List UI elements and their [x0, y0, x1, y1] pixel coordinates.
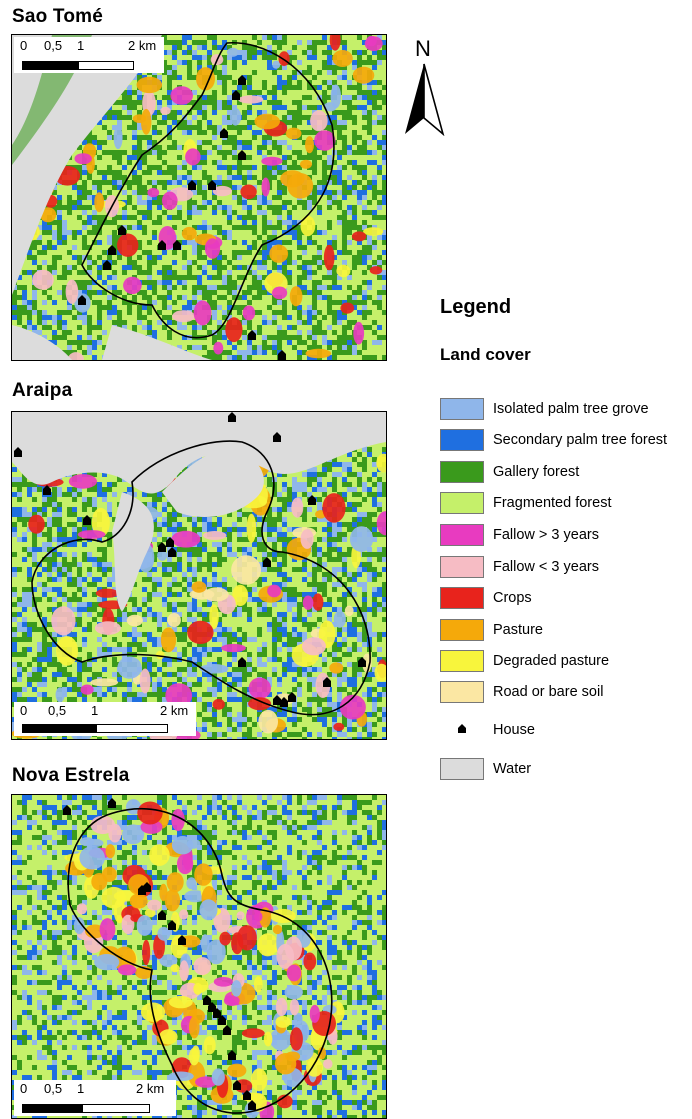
legend-label: Crops — [493, 590, 532, 606]
north-arrow: N — [402, 36, 450, 136]
scale-bar-sao-tome: 0 0,5 1 2 km — [14, 37, 164, 73]
scale-label: 2 km — [128, 38, 157, 53]
map-nova-estrela[interactable] — [11, 794, 387, 1119]
legend-label: Pasture — [493, 622, 543, 638]
map-sao-tome[interactable] — [11, 34, 387, 361]
legend-swatch — [440, 461, 484, 483]
legend-label: Isolated palm tree grove — [493, 401, 649, 417]
legend-swatch — [440, 492, 484, 514]
legend-subtitle: Land cover — [440, 345, 531, 364]
legend-title: Legend — [440, 296, 512, 318]
map-araipa-raster — [12, 412, 386, 739]
scale-label: 0 — [20, 703, 28, 718]
scale-bar-araipa: 0 0,5 1 2 km — [14, 702, 196, 736]
panel-title-nova-estrela: Nova Estrela — [12, 765, 130, 786]
legend-label: Gallery forest — [493, 464, 580, 480]
legend-swatch — [440, 398, 484, 420]
scale-bar-nova-estrela: 0 0,5 1 2 km — [14, 1080, 176, 1116]
scale-label: 1 — [91, 703, 99, 718]
legend-label: Fallow > 3 years — [493, 527, 599, 543]
legend-swatch — [440, 556, 484, 578]
scale-label: 0,5 — [44, 1081, 63, 1096]
legend-label: House — [493, 722, 535, 738]
scale-label: 1 — [77, 1081, 85, 1096]
scale-label: 2 km — [136, 1081, 165, 1096]
legend-label: Fallow < 3 years — [493, 559, 599, 575]
legend-swatch — [440, 429, 484, 451]
scale-label: 0,5 — [48, 703, 67, 718]
scale-label: 0 — [20, 38, 28, 53]
legend-label: Road or bare soil — [493, 684, 604, 700]
legend-swatch — [440, 619, 484, 641]
legend-swatch — [440, 587, 484, 609]
legend-swatch — [440, 650, 484, 672]
legend-swatch — [440, 524, 484, 546]
panel-title-araipa: Araipa — [12, 380, 73, 401]
scale-label: 2 km — [160, 703, 189, 718]
north-label: N — [415, 36, 431, 61]
scale-label: 1 — [77, 38, 85, 53]
north-arrow-icon — [405, 63, 445, 136]
legend-label: Water — [493, 761, 532, 777]
legend-label: Fragmented forest — [493, 495, 612, 511]
scale-label: 0 — [20, 1081, 28, 1096]
map-sao-tome-raster — [12, 35, 386, 360]
legend-label: Degraded pasture — [493, 653, 610, 669]
legend-swatch — [440, 681, 484, 703]
legend-label: Secondary palm tree forest — [493, 432, 668, 448]
panel-title-sao-tome: Sao Tomé — [12, 6, 103, 27]
scale-bar-graphic — [22, 724, 168, 733]
scale-bar-graphic — [22, 1104, 150, 1113]
legend-swatch — [440, 758, 484, 780]
map-araipa[interactable] — [11, 411, 387, 740]
scale-bar-graphic — [22, 61, 134, 70]
map-nova-estrela-raster — [12, 795, 386, 1118]
house-icon — [458, 724, 466, 733]
scale-label: 0,5 — [44, 38, 63, 53]
